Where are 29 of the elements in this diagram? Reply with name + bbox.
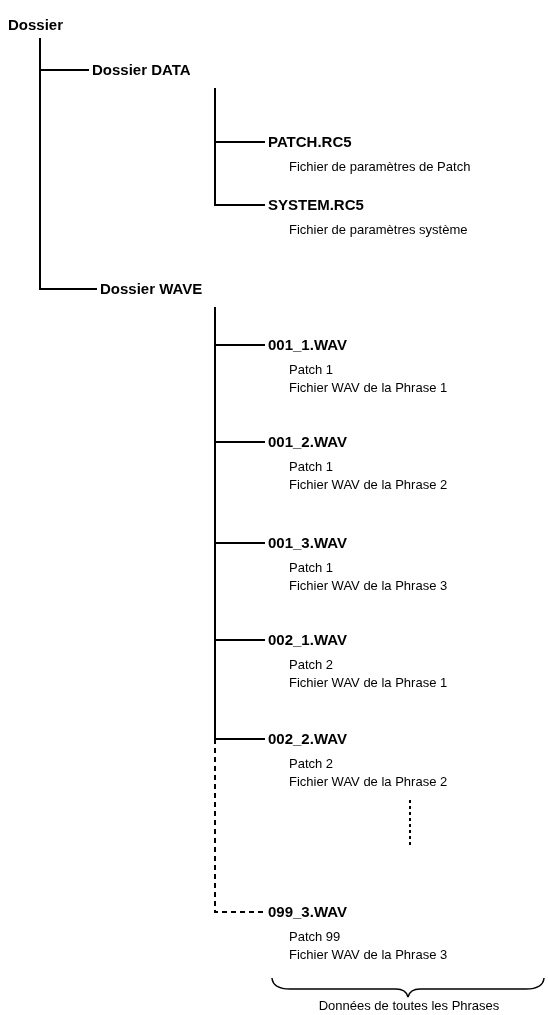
file-description: Patch 2 xyxy=(289,755,335,773)
file-name: PATCH.RC5 xyxy=(268,132,352,152)
file-name: Dossier xyxy=(8,15,64,35)
file-name: Dossier WAVE xyxy=(100,279,203,299)
file-description: Fichier WAV de la Phrase 3 xyxy=(289,946,448,964)
file-description: Fichier WAV de la Phrase 2 xyxy=(289,476,448,494)
file-description: Patch 1 xyxy=(289,458,335,476)
tree-connector xyxy=(214,87,266,206)
file-name: 001_2.WAV xyxy=(268,432,347,452)
brace-label: Données de toutes les Phrases xyxy=(317,998,501,1013)
tree-connector xyxy=(39,37,98,290)
file-name: 001_3.WAV xyxy=(268,533,347,553)
file-description: Fichier WAV de la Phrase 1 xyxy=(289,674,448,692)
file-description: Patch 99 xyxy=(289,928,342,946)
file-description: Fichier WAV de la Phrase 2 xyxy=(289,773,448,791)
file-name: 002_1.WAV xyxy=(268,630,347,650)
file-description: Patch 1 xyxy=(289,361,335,379)
file-name: Dossier DATA xyxy=(92,60,191,80)
file-description: Fichier de paramètres de Patch xyxy=(289,158,471,176)
file-description: Fichier WAV de la Phrase 3 xyxy=(289,577,448,595)
file-description: Patch 2 xyxy=(289,656,335,674)
file-name: SYSTEM.RC5 xyxy=(268,195,364,215)
file-name: 099_3.WAV xyxy=(268,902,347,922)
file-description: Fichier de paramètres système xyxy=(289,221,468,239)
file-description: Patch 1 xyxy=(289,559,335,577)
file-name: 002_2.WAV xyxy=(268,729,347,749)
file-description: Fichier WAV de la Phrase 1 xyxy=(289,379,448,397)
tree-connector xyxy=(214,306,266,913)
file-name: 001_1.WAV xyxy=(268,335,347,355)
